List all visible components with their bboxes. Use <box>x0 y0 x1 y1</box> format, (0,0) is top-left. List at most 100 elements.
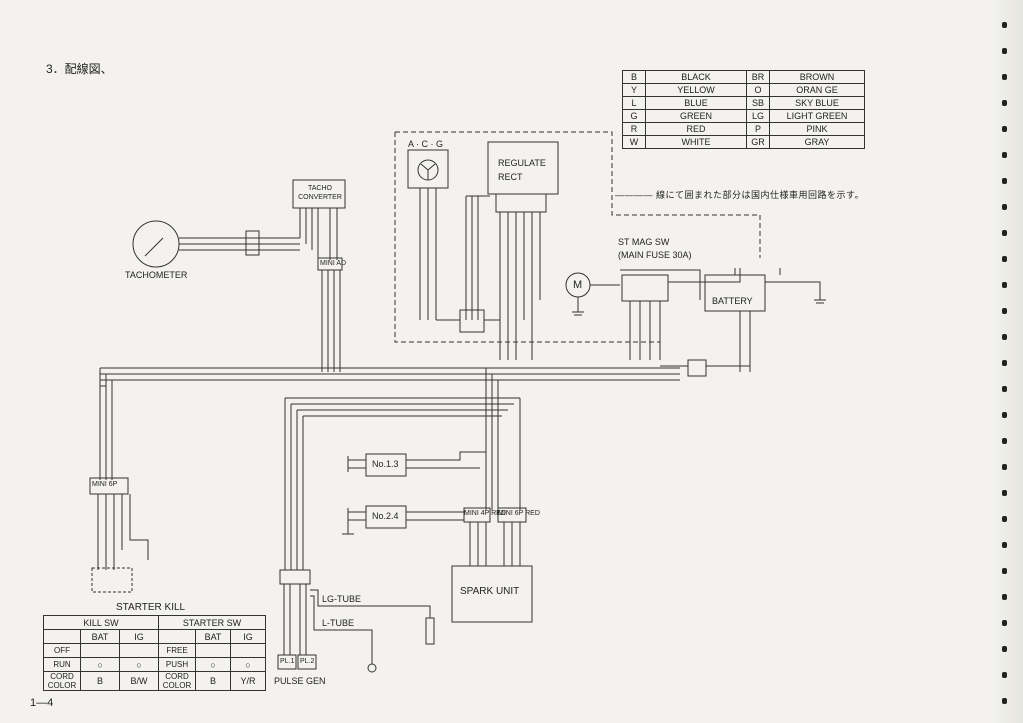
tacho-converter-box <box>292 179 346 209</box>
binding-ring <box>1002 74 1007 80</box>
starter-kill-title: STARTER KILL <box>116 602 186 613</box>
binding-ring <box>1002 126 1007 132</box>
coil-13-label: No.1.3 <box>372 459 399 469</box>
pl1-sensor <box>277 654 297 670</box>
jurisdiction-note: ———— 線にて囲まれた部分は国内仕様車用回路を示す。 <box>615 190 865 200</box>
l-tube-label: L-TUBE <box>322 618 355 628</box>
switch-cell-left: CORD COLOR <box>43 671 81 691</box>
mini-6p-label: MINI 6P RED <box>498 510 540 517</box>
switch-cell-right: CORD COLOR <box>158 671 196 691</box>
binding-ring <box>1002 620 1007 626</box>
mini-ad-label: MINI AD <box>320 260 347 267</box>
pl1-label: PL.1 <box>280 658 295 665</box>
kill-bat-header: BAT <box>80 629 120 644</box>
binding-ring <box>1002 698 1007 704</box>
tacho-converter-label: TACHO CONVERTER <box>298 185 342 201</box>
kill-switch-cluster <box>91 567 133 593</box>
spark-unit-box <box>451 565 533 623</box>
switch-cell-k-ig: B/W <box>119 671 159 691</box>
switch-row: RUN○○PUSH○○ <box>43 657 266 672</box>
binding-ring <box>1002 568 1007 574</box>
binding-ring <box>1002 282 1007 288</box>
battery-connector <box>687 359 707 377</box>
starter-sw-header: STARTER SW <box>158 615 266 630</box>
tachometer-label: TACHOMETER <box>125 270 188 280</box>
binding-ring <box>1002 230 1007 236</box>
switch-cell-k-bat <box>80 643 120 658</box>
switch-cell-k-bat: ○ <box>80 657 120 672</box>
lg-tube-label: LG-TUBE <box>322 594 362 604</box>
binding-ring <box>1002 672 1007 678</box>
binding-ring <box>1002 542 1007 548</box>
binding-ring <box>1002 178 1007 184</box>
battery-label: BATTERY <box>712 296 753 306</box>
pulse-gen-connector <box>279 569 311 585</box>
switch-cell-k-bat: B <box>80 671 120 691</box>
switch-row: OFF FREE <box>43 643 266 658</box>
st-mag-sw-box <box>621 274 669 302</box>
coil-24-box <box>365 505 407 529</box>
coil-13-box <box>365 453 407 477</box>
binding-ring <box>1002 256 1007 262</box>
mini-4p-connector <box>463 507 491 523</box>
switch-cell-s-bat: B <box>195 671 231 691</box>
mini-ad-connector <box>317 257 343 271</box>
switch-cell-left: RUN <box>43 657 81 672</box>
switch-cell-k-ig <box>119 643 159 658</box>
page-title: 3．配線図、 <box>46 62 113 76</box>
tacho-connector <box>245 230 260 256</box>
switch-cell-s-ig: Y/R <box>230 671 266 691</box>
binding-ring <box>1002 464 1007 470</box>
starter-bat-header: BAT <box>195 629 231 644</box>
switch-cell-right: FREE <box>158 643 196 658</box>
legend-color-name: GRAY <box>769 135 865 149</box>
spark-unit-label: SPARK UNIT <box>460 586 520 597</box>
switch-cell-s-bat: ○ <box>195 657 231 672</box>
binding-ring <box>1002 152 1007 158</box>
binding-ring <box>1002 100 1007 106</box>
binding-ring <box>1002 412 1007 418</box>
starter-kill-table: KILL SW STARTER SW BAT IG BAT IG OFF FREE… <box>43 615 266 691</box>
switch-cell-s-ig <box>230 643 266 658</box>
kill-sw-header: KILL SW <box>43 615 159 630</box>
binding-ring <box>1002 48 1007 54</box>
switch-cell-s-ig: ○ <box>230 657 266 672</box>
starter-ig-header: IG <box>230 629 266 644</box>
acg-box <box>407 149 449 189</box>
binding-ring <box>1002 308 1007 314</box>
main-fuse-label: (MAIN FUSE 30A) <box>618 250 692 260</box>
binding-ring <box>1002 516 1007 522</box>
coil-24-label: No.2.4 <box>372 511 399 521</box>
pulse-gen-label: PULSE GEN <box>274 676 326 686</box>
acg-label: A · C · G <box>408 139 444 149</box>
mini-4p-label: MINI 4P RED <box>464 510 506 517</box>
switch-cell-k-ig: ○ <box>119 657 159 672</box>
binding-edge <box>991 0 1023 723</box>
regulate-rect-label: REGULATE RECT <box>498 158 546 182</box>
binding-ring <box>1002 386 1007 392</box>
binding-ring <box>1002 594 1007 600</box>
st-mag-sw-label: ST MAG SW <box>618 237 670 247</box>
binding-ring <box>1002 334 1007 340</box>
binding-ring <box>1002 22 1007 28</box>
left-handlebar-connector <box>89 477 129 495</box>
binding-ring <box>1002 438 1007 444</box>
switch-cell-right: PUSH <box>158 657 196 672</box>
kill-ig-header: IG <box>119 629 159 644</box>
switch-cell-left: OFF <box>43 643 81 658</box>
domestic-boundary <box>394 131 761 343</box>
motor-label: M <box>573 279 583 291</box>
page-number: 1—4 <box>30 697 54 709</box>
binding-ring <box>1002 646 1007 652</box>
binding-ring <box>1002 490 1007 496</box>
tachometer-gauge <box>132 220 180 268</box>
switch-cell-s-bat <box>195 643 231 658</box>
